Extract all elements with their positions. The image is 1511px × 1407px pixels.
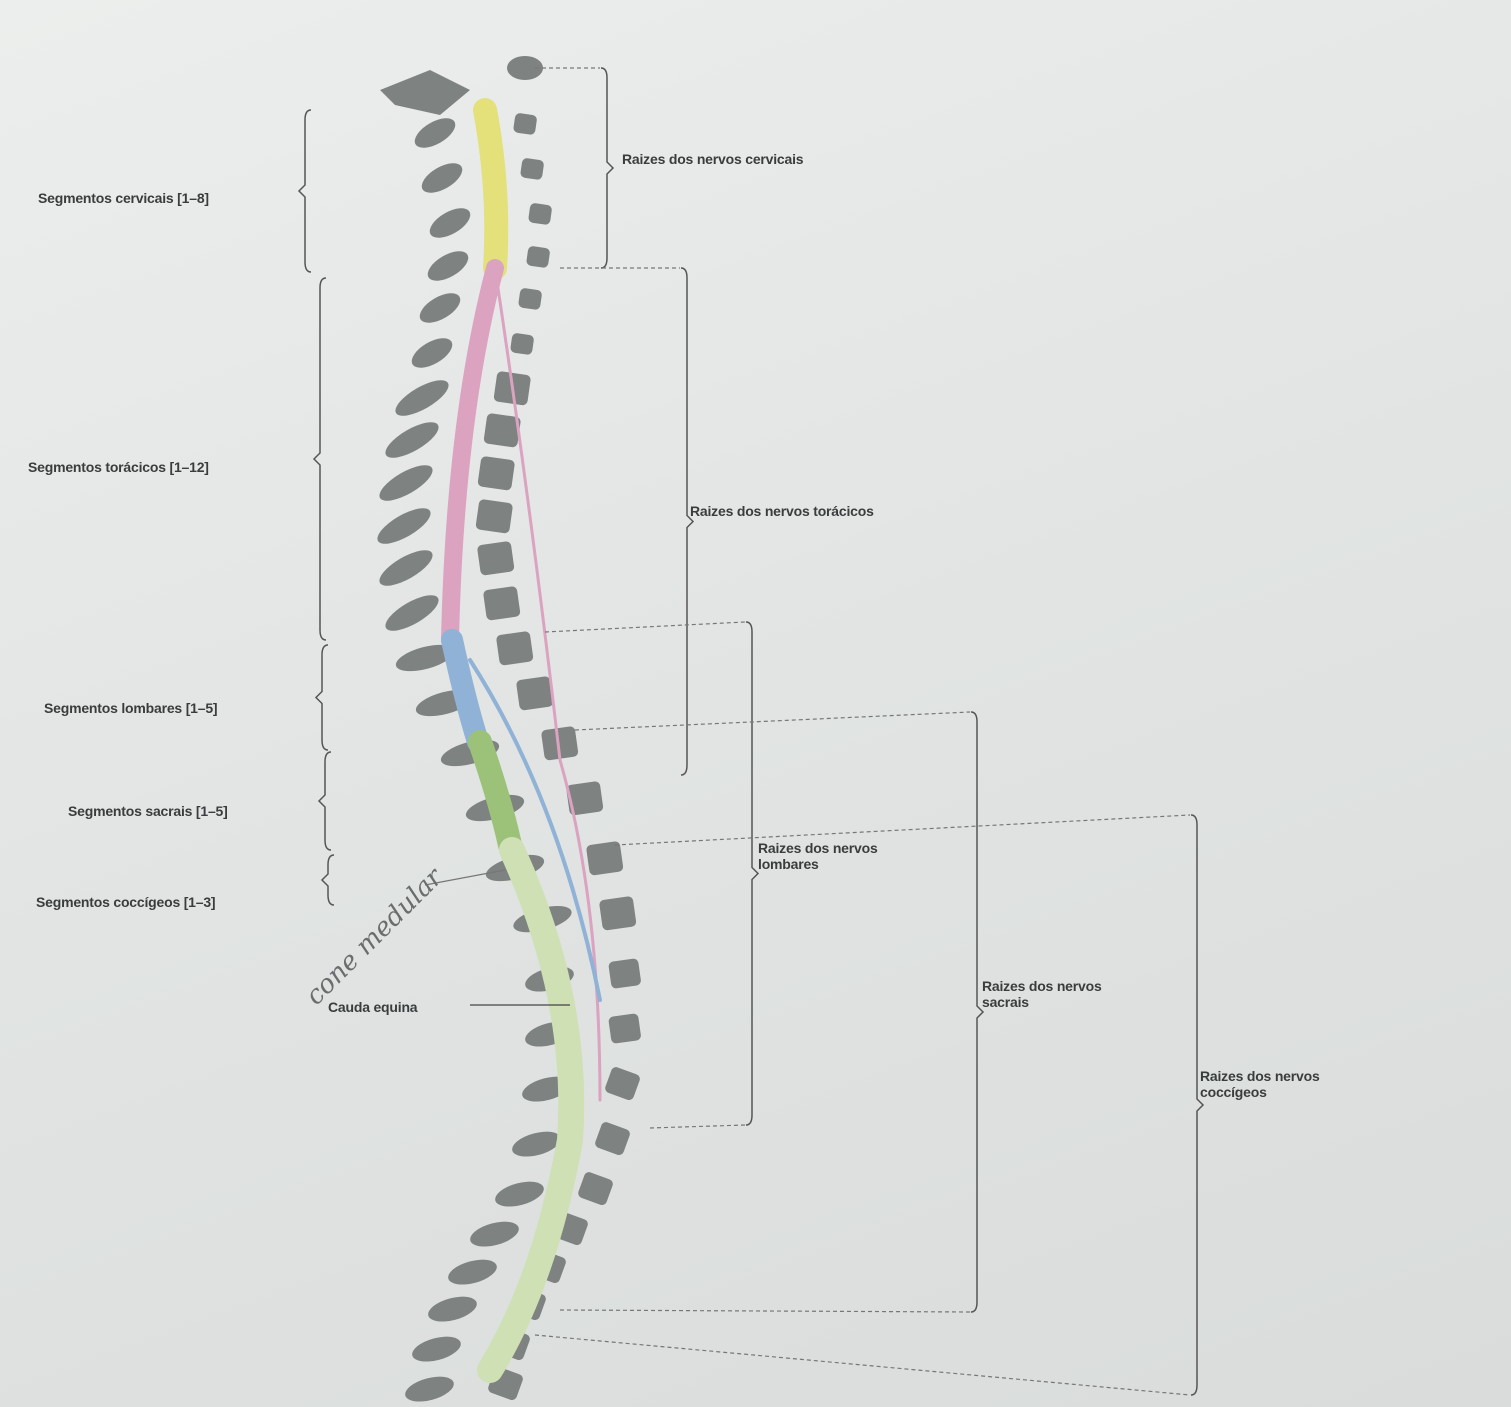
bracket-lumbar-roots — [745, 621, 760, 1126]
label-cervical-roots: Raizes dos nervos cervicais — [622, 151, 804, 167]
bracket-sacral-roots — [970, 711, 985, 1313]
label-line-2: lombares — [758, 856, 819, 872]
label-thoracic-segments: Segmentos torácicos [1–12] — [28, 459, 209, 475]
vertebral-body — [528, 203, 552, 225]
label-line-2: sacrais — [982, 994, 1029, 1010]
vertebral-body — [541, 726, 579, 761]
vertebral-body — [608, 1013, 641, 1044]
vertebral-body — [566, 781, 604, 816]
label-thoracic-roots: Raizes dos nervos torácicos — [690, 503, 874, 519]
vertebral-body — [475, 499, 513, 534]
label-line-2: coccígeos — [1200, 1084, 1267, 1100]
vertebral-body — [586, 841, 624, 876]
bracket-cervical-segments — [297, 109, 312, 273]
spinous-process — [428, 1296, 477, 1322]
dashed-line — [574, 711, 971, 731]
vertebral-body — [595, 1122, 630, 1155]
vertebral-body — [518, 288, 542, 310]
dashed-line — [559, 1309, 971, 1313]
spinous-process — [385, 422, 439, 458]
bracket-thoracic-roots — [680, 267, 695, 776]
cord-lumbar — [441, 629, 489, 753]
spinous-process — [429, 208, 471, 238]
vertebral-body — [520, 158, 544, 180]
spinous-process — [412, 1336, 461, 1362]
vertebral-body — [483, 413, 521, 448]
vertebral-body — [496, 631, 534, 666]
label-line-1: Raizes dos nervos — [982, 978, 1102, 994]
bracket-coccygeal-roots — [1190, 814, 1205, 1396]
label-coccygeal-segments: Segmentos coccígeos [1–3] — [36, 894, 216, 910]
vertebral-body — [477, 456, 515, 491]
bracket-sacral-segments — [317, 751, 332, 851]
bracket-lumbar-segments — [314, 644, 329, 751]
vertebral-body — [578, 1172, 613, 1205]
spinous-process — [411, 338, 453, 368]
vertebral-body — [510, 333, 534, 355]
vertebral-body — [516, 676, 554, 711]
bracket-coccygeal-segments — [320, 854, 335, 906]
spinous-process — [395, 644, 455, 672]
label-cauda-equina: Cauda equina — [328, 999, 418, 1015]
label-line-1: Raizes dos nervos — [1200, 1068, 1320, 1084]
cord-cervical — [473, 98, 509, 280]
label-sacral-segments: Segmentos sacrais [1–5] — [68, 803, 228, 819]
spinous-process — [379, 550, 433, 586]
cord-thoracic — [441, 259, 504, 649]
lumbar-roots — [468, 658, 602, 1002]
spinous-process — [512, 1131, 561, 1157]
label-cervical-segments: Segmentos cervicais [1–8] — [38, 190, 209, 206]
spinous-process — [448, 1259, 497, 1285]
dashed-line — [649, 1124, 746, 1129]
spinous-process — [405, 1376, 454, 1402]
spinous-process — [379, 465, 433, 501]
spinous-process — [395, 380, 449, 416]
vertebral-body — [605, 1067, 640, 1100]
cord-sacral — [468, 730, 522, 857]
spinous-process — [470, 1221, 519, 1247]
vertebral-body — [608, 958, 641, 989]
spinous-process — [419, 293, 461, 323]
thoracic-roots — [493, 266, 602, 1102]
conus-leader — [424, 869, 506, 886]
spinous-process — [495, 1181, 544, 1207]
dashed-line — [614, 814, 1191, 846]
label-lumbar-segments: Segmentos lombares [1–5] — [44, 700, 218, 716]
dashed-line — [544, 621, 746, 633]
spinous-process — [377, 508, 431, 544]
atlas-icon — [507, 56, 543, 80]
vertebral-body — [599, 896, 637, 931]
vertebral-body — [477, 541, 515, 576]
skull-base — [380, 70, 470, 115]
label-line-1: Raizes dos nervos — [758, 840, 878, 856]
bracket-thoracic-segments — [312, 277, 327, 641]
bracket-cervical-roots — [600, 67, 615, 269]
spinous-process — [385, 595, 439, 631]
vertebral-body — [483, 586, 521, 621]
spinous-process — [414, 118, 456, 148]
spinous-process — [421, 163, 463, 193]
spinous-process — [427, 251, 469, 281]
vertebral-body — [513, 113, 537, 135]
vertebral-body — [526, 246, 550, 268]
dashed-line — [534, 1334, 1191, 1396]
cauda-equina — [477, 837, 585, 1383]
